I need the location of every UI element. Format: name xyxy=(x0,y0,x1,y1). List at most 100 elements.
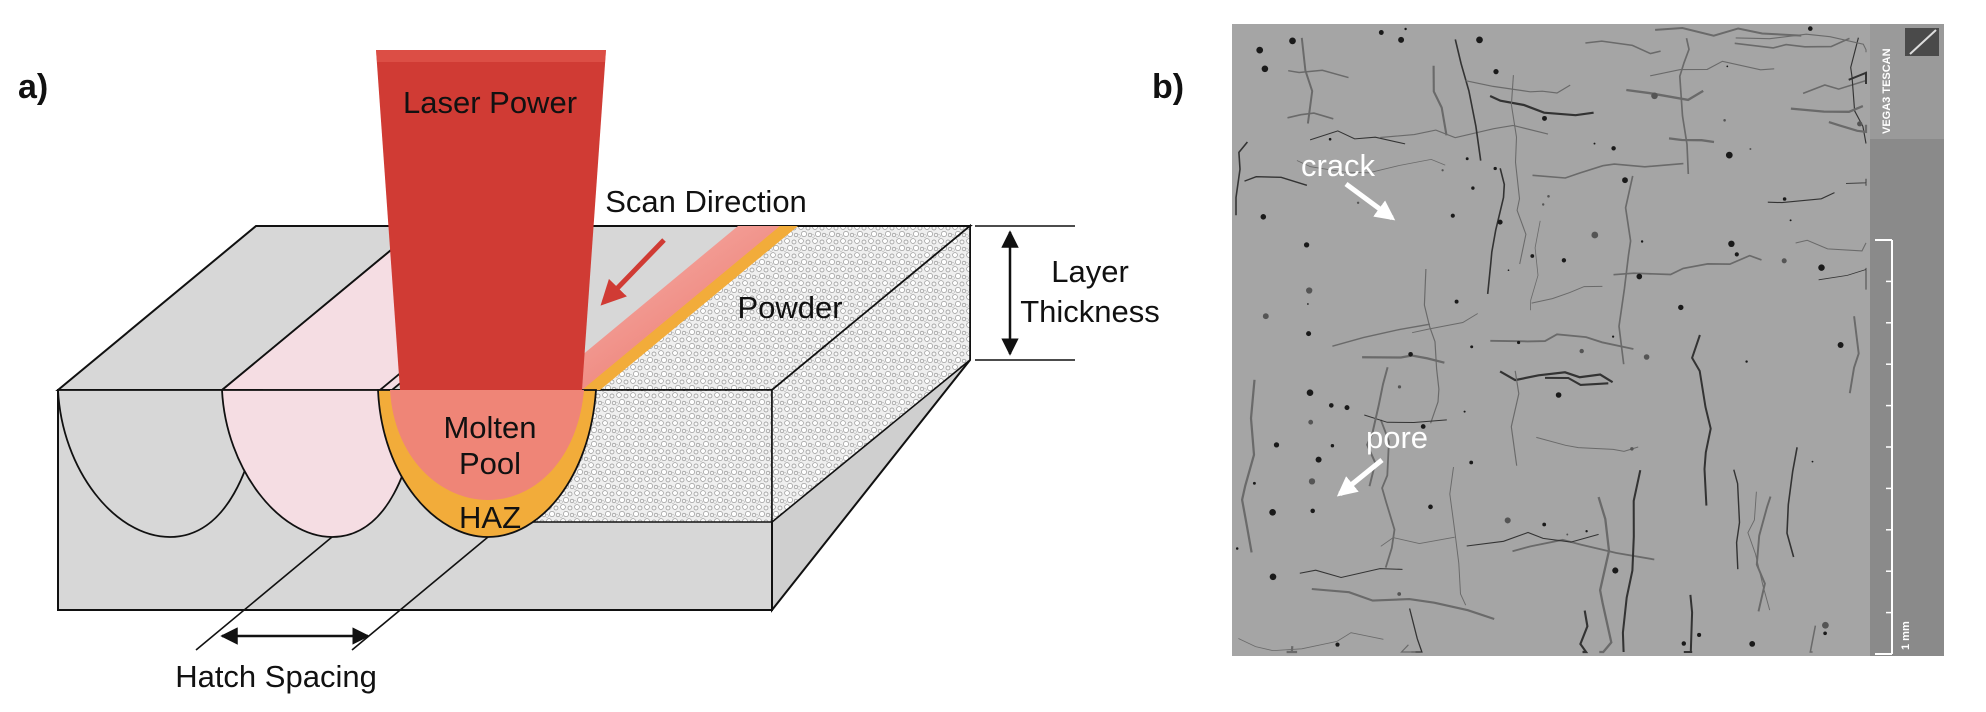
pore xyxy=(1640,240,1644,243)
pore xyxy=(1269,573,1277,581)
scan-direction-arrow xyxy=(600,238,666,306)
pore xyxy=(1261,65,1269,73)
grain-boundary xyxy=(1621,469,1642,653)
layer-label: Layer xyxy=(1051,254,1129,289)
pore xyxy=(1725,151,1733,159)
pore xyxy=(1465,157,1469,161)
pore xyxy=(1428,504,1433,510)
pore xyxy=(1493,166,1497,171)
grain-boundary xyxy=(1850,37,1867,144)
grain-boundary xyxy=(1767,192,1835,204)
grain-boundary xyxy=(1585,40,1661,55)
pore xyxy=(1356,201,1360,204)
pore xyxy=(1823,631,1827,636)
pore xyxy=(1547,195,1550,198)
pore xyxy=(1593,142,1596,145)
grain-boundary xyxy=(1408,608,1423,653)
pore xyxy=(1591,231,1599,239)
grain-boundary xyxy=(1790,105,1864,113)
grain-boundary xyxy=(1288,69,1349,79)
pore xyxy=(1636,273,1643,280)
grain-boundary xyxy=(1300,37,1314,124)
grain-boundary xyxy=(1240,379,1256,553)
pore xyxy=(1315,456,1322,463)
pore xyxy=(1789,219,1792,222)
sem-image xyxy=(1232,24,1944,656)
grain-boundary xyxy=(1678,38,1690,175)
pore xyxy=(1398,36,1405,43)
panel-a-letter: a) xyxy=(18,68,48,106)
pore-label: pore xyxy=(1366,420,1428,455)
pore xyxy=(1728,240,1735,248)
pore xyxy=(1749,148,1752,150)
pore xyxy=(1622,177,1628,184)
instrument-label: VEGA3 TESCAN xyxy=(1881,48,1893,134)
pore xyxy=(1260,214,1267,220)
pore xyxy=(1454,299,1459,304)
grain-boundary xyxy=(1466,531,1599,547)
pore xyxy=(1469,460,1474,465)
pore xyxy=(1262,313,1269,320)
grain-boundary xyxy=(1379,419,1396,568)
grain-boundary xyxy=(1235,141,1249,216)
grain-boundary xyxy=(1650,60,1775,77)
powder-label: Powder xyxy=(737,290,842,325)
pore xyxy=(1450,213,1455,218)
grain-boundary xyxy=(1380,124,1549,139)
molten-pool xyxy=(390,390,584,500)
pore xyxy=(1643,354,1650,360)
pore xyxy=(1857,121,1863,127)
sem-microstructure xyxy=(1235,26,1868,654)
grain-boundary xyxy=(1296,158,1446,174)
pore xyxy=(1330,443,1335,448)
pore xyxy=(1273,442,1280,448)
grain-boundary xyxy=(1734,37,1850,49)
pore xyxy=(1507,269,1510,272)
pool-label: Pool xyxy=(459,446,521,481)
pore xyxy=(1235,547,1239,550)
pore xyxy=(1420,424,1426,429)
grain-boundary xyxy=(1828,121,1868,134)
thickness-label: Thickness xyxy=(1020,294,1160,329)
grain-boundary xyxy=(1238,632,1384,652)
grain-boundary xyxy=(1449,467,1467,606)
pore xyxy=(1463,410,1466,413)
grain-boundary xyxy=(1532,162,1684,179)
grain-boundary xyxy=(1655,27,1802,37)
panel-a: a) Laser Power Scan Direction Powder Lay… xyxy=(18,50,1160,694)
pore xyxy=(1734,252,1739,257)
grain-boundary xyxy=(1683,594,1694,654)
pore xyxy=(1630,447,1634,451)
grain-boundary xyxy=(1529,220,1541,311)
pore xyxy=(1308,419,1314,425)
pore xyxy=(1579,348,1584,354)
grain-boundary xyxy=(1400,644,1416,653)
grain-boundary xyxy=(1618,175,1634,365)
pore xyxy=(1726,65,1729,68)
pore xyxy=(1555,392,1562,398)
pore xyxy=(1530,254,1535,258)
pore xyxy=(1397,592,1402,596)
grain-boundary xyxy=(1809,625,1817,653)
pore xyxy=(1837,342,1844,348)
pore xyxy=(1378,30,1384,35)
pore xyxy=(1252,481,1256,485)
pore xyxy=(1256,46,1264,54)
grain-boundary xyxy=(1510,370,1520,466)
grain-boundary xyxy=(1287,112,1334,120)
pore xyxy=(1504,517,1511,524)
pore xyxy=(1289,37,1296,45)
pore xyxy=(1269,508,1276,516)
pore xyxy=(1781,258,1787,264)
grain-boundary xyxy=(1486,168,1506,294)
pore xyxy=(1306,287,1313,294)
pore xyxy=(1497,219,1503,225)
grain-boundary xyxy=(1531,285,1603,304)
grain-boundary xyxy=(1299,568,1403,579)
grain-boundary xyxy=(1733,469,1741,570)
grain-boundary xyxy=(1848,71,1867,84)
powder-side xyxy=(771,224,971,524)
grain-boundary xyxy=(1579,610,1589,654)
scan-direction-label: Scan Direction xyxy=(605,184,807,219)
